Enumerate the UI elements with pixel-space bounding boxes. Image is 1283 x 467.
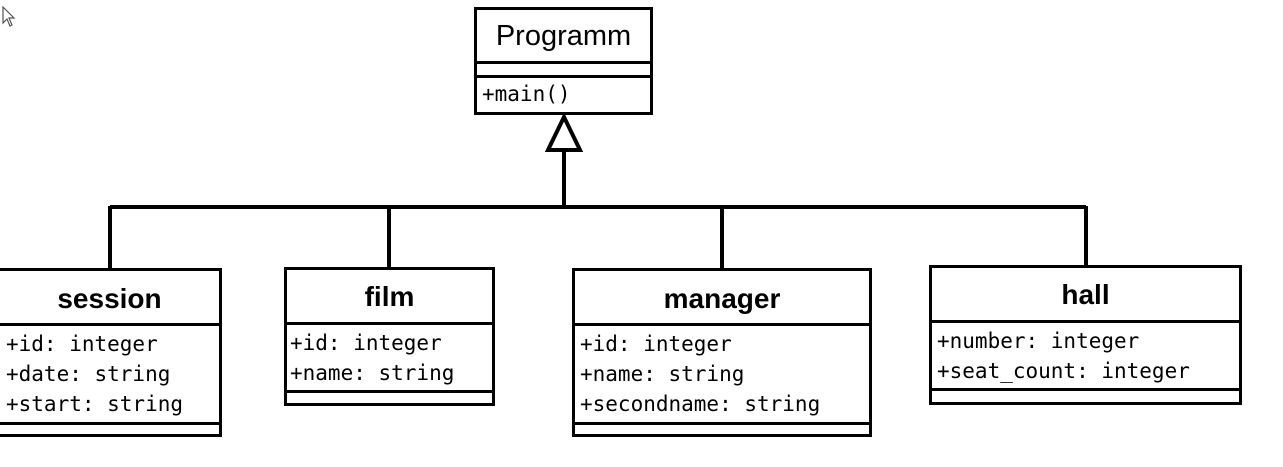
attribute-row: +name: string (580, 362, 745, 386)
class-attributes-empty (477, 64, 650, 78)
class-manager[interactable]: manager +id: integer +name: string +seco… (572, 268, 872, 437)
class-name: manager (575, 271, 869, 326)
class-name: hall (932, 268, 1239, 323)
class-attributes: +id: integer +name: string +secondname: … (575, 326, 869, 425)
attribute-row: +name: string (290, 361, 455, 385)
attribute-row: +secondname: string (580, 392, 821, 416)
class-attributes: +id: integer +date: string +start: strin… (0, 326, 219, 425)
class-name: session (0, 271, 219, 326)
attribute-row: +id: integer (290, 331, 442, 355)
class-name: Programm (477, 10, 650, 64)
class-hall[interactable]: hall +number: integer +seat_count: integ… (929, 265, 1242, 405)
mouse-pointer-icon (2, 6, 16, 27)
attribute-row: +id: integer (580, 332, 732, 356)
class-film[interactable]: film +id: integer +name: string (284, 267, 495, 406)
attribute-row: +number: integer (937, 329, 1140, 353)
operation-row: +main() (482, 82, 571, 106)
class-attributes: +number: integer +seat_count: integer (932, 323, 1239, 391)
attribute-row: +date: string (6, 362, 171, 386)
class-operations: +main() (477, 78, 650, 107)
attribute-row: +id: integer (6, 332, 158, 356)
attribute-row: +seat_count: integer (937, 359, 1190, 383)
class-session[interactable]: session +id: integer +date: string +star… (0, 268, 222, 437)
class-attributes: +id: integer +name: string (287, 325, 492, 393)
attribute-row: +start: string (6, 392, 184, 416)
class-programm[interactable]: Programm +main() (474, 7, 653, 115)
hollow-triangle-arrowhead-icon (544, 112, 584, 152)
class-name: film (287, 270, 492, 325)
